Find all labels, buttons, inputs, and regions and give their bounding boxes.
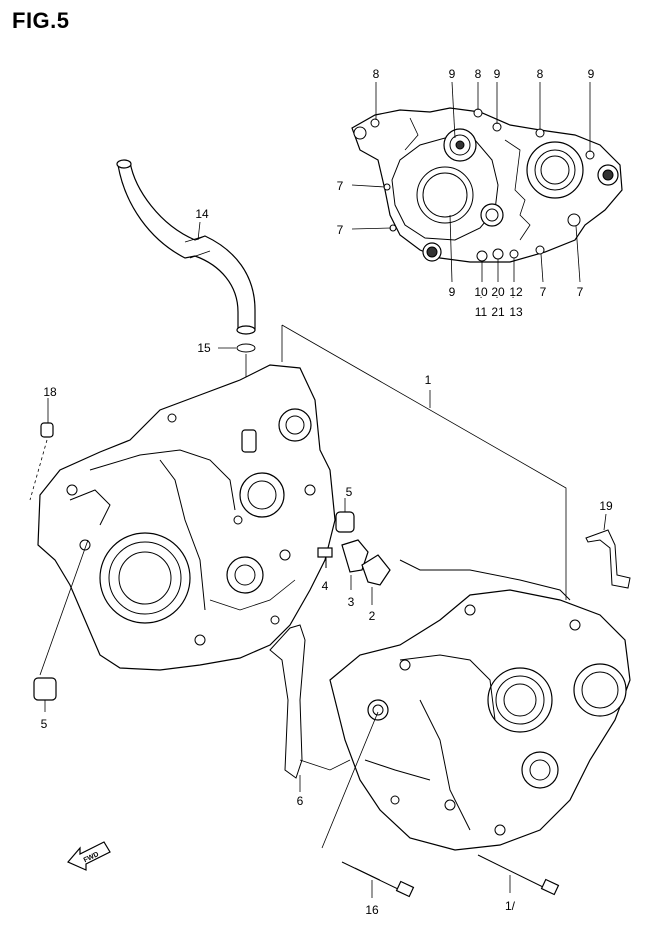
callout-18[interactable]: 18 [43, 385, 57, 399]
callout-7a[interactable]: 7 [337, 179, 344, 193]
callout-20[interactable]: 20 [491, 285, 505, 299]
clip-ring[interactable] [236, 343, 256, 353]
dowel-pin-lower[interactable] [33, 539, 89, 712]
callout-12[interactable]: 12 [509, 285, 523, 299]
callout-9b[interactable]: 9 [494, 67, 501, 81]
callout-7b[interactable]: 7 [337, 223, 344, 237]
callout-13[interactable]: 13 [509, 305, 523, 319]
bolt-small[interactable] [317, 547, 333, 568]
callout-8b[interactable]: 8 [475, 67, 482, 81]
cap-cover[interactable] [361, 554, 391, 586]
crankcase-inner-view [351, 107, 623, 263]
callout-15[interactable]: 15 [197, 341, 211, 355]
crankcase-gasket[interactable] [269, 624, 306, 779]
callout-7c[interactable]: 7 [540, 285, 547, 299]
callout-8c[interactable]: 8 [537, 67, 544, 81]
callout-14[interactable]: 14 [195, 207, 209, 221]
callout-9a[interactable]: 9 [449, 67, 456, 81]
callout-21[interactable]: 21 [491, 305, 505, 319]
callout-16[interactable]: 16 [365, 903, 379, 917]
svg-text:·: · [511, 292, 514, 303]
callout-9c[interactable]: 9 [588, 67, 595, 81]
crankcase-bolt-long[interactable] [341, 861, 415, 898]
svg-text:·: · [495, 292, 498, 303]
callout-8a[interactable]: 8 [373, 67, 380, 81]
dowel-pin-center[interactable] [335, 498, 355, 533]
callout-10[interactable]: 10 [474, 285, 488, 299]
crankcase-bolt-short[interactable] [477, 854, 560, 896]
callout-4[interactable]: 4 [322, 579, 329, 593]
callout-17[interactable]: 1/ [505, 899, 516, 913]
breather-hose[interactable] [116, 159, 256, 335]
callout-1[interactable]: 1 [425, 373, 432, 387]
callout-19[interactable]: 19 [599, 499, 613, 513]
svg-text:·: · [479, 292, 482, 303]
left-crankcase[interactable] [37, 364, 336, 671]
callout-5a[interactable]: 5 [346, 485, 353, 499]
callout-9d[interactable]: 9 [449, 285, 456, 299]
callout-3[interactable]: 3 [348, 595, 355, 609]
callout-5b[interactable]: 5 [41, 717, 48, 731]
inset-leaders: · · · [351, 81, 591, 303]
right-crankcase[interactable] [329, 589, 631, 851]
assembly-bracket [281, 324, 567, 600]
callout-11[interactable]: 11 [475, 305, 488, 319]
callout-2[interactable]: 2 [369, 609, 376, 623]
fwd-arrow-icon: FWD [67, 841, 111, 871]
dowel-pin[interactable] [29, 398, 54, 501]
hose-bracket[interactable] [585, 529, 631, 589]
figure-title: FIG.5 [12, 8, 70, 33]
retainer-plate[interactable] [341, 539, 369, 573]
callout-7d[interactable]: 7 [577, 285, 584, 299]
callout-6[interactable]: 6 [297, 794, 304, 808]
